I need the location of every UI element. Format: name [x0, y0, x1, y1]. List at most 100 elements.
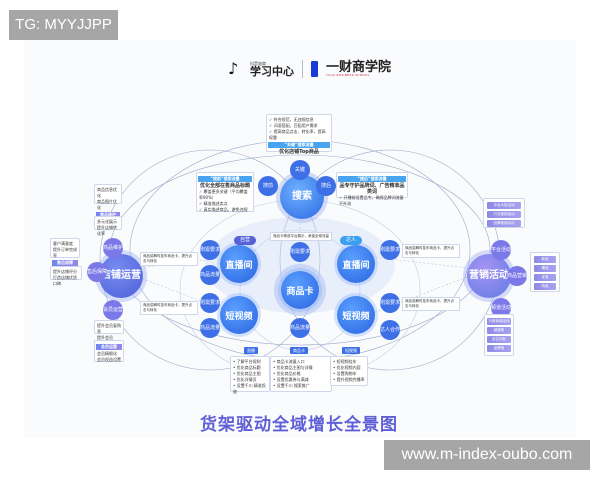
mkt-right-btn[interactable]: 新品: [534, 256, 556, 263]
box-line: • 优化详情页: [233, 377, 257, 382]
mkt-bottom-btn[interactable]: 百亿补贴: [487, 336, 511, 343]
card-line: 提升店铺评分: [53, 269, 77, 274]
sat-search-left[interactable]: 搜前: [258, 176, 278, 196]
box-line: • 设置购物车: [333, 371, 357, 376]
box-line: • 短视频挂车: [333, 359, 357, 364]
bottom-box-video: • 短视频挂车 • 优化视频内容 • 设置购物车 • 提升视频完播率: [330, 356, 368, 386]
box-line: • 商品卡流量入口: [273, 359, 305, 364]
card-line: 打造店铺优质口碑: [53, 275, 77, 286]
card-header: 商品维护: [96, 212, 120, 218]
search-top-card: ✓ 符合规范，无违规信息 ✓ 词语搭配，匹配用户需求 ✓ 提高商品点击、转化率，…: [266, 114, 332, 155]
hub-live-right[interactable]: 直播间: [337, 245, 375, 283]
card-header: “关键”搜索流量: [268, 142, 330, 148]
sat-right-demand-2[interactable]: 刚需要求: [380, 293, 400, 313]
logo-divider: [302, 60, 303, 78]
yicai-logo-main: 一财商学院: [326, 60, 392, 75]
store-top-mid: 多元化展示 提升店铺转化率: [94, 216, 122, 236]
card-header: 售后保障: [52, 260, 78, 266]
check-line: ✓ 真实描述商品，避免违规: [199, 207, 248, 212]
search-left-card: “搜前”搜索流量 优化全部在售商品标题 ✓ 覆盖更多关键（平均覆盖率90%） ✓…: [196, 172, 254, 212]
hub-video-left[interactable]: 短视频: [220, 296, 258, 334]
diagram-title: 货架驱动全域增长全景图: [200, 415, 398, 435]
bottom-box-live: • 了解平台规则 • 优化商品标题 • 优化商品主图 • 优化详情页 • 设置千…: [230, 356, 270, 394]
douyin-logo-small: 抖音电商: [250, 60, 266, 66]
sat-left-demand-2[interactable]: 刚需要求: [200, 293, 220, 313]
card-line: 客户满意度: [53, 241, 73, 246]
center-note: 商品卡精选平台展示，承接全域流量: [270, 232, 332, 241]
card-header: “搜前”搜索流量: [198, 176, 252, 182]
card-line: 商品图片优化: [97, 199, 117, 210]
box-line: • 优化视频内容: [333, 365, 361, 370]
bottom-tag-video: 短视频: [342, 347, 360, 354]
search-right-card: “搜后”搜索流量 品专守护品牌词、广告精准品类词 ✓ 开播前设置品专，确保品牌词…: [336, 172, 408, 206]
box-line: • 设置千川 搜索推广: [273, 383, 310, 388]
sat-store-bottom[interactable]: 会员运营: [103, 300, 123, 320]
store-left-mid: 提升店铺评分 打造店铺优质口碑: [50, 266, 82, 286]
card-main: 优化店铺Top商品: [279, 149, 319, 155]
hub-marketing[interactable]: 营销活动: [467, 254, 511, 298]
mkt-bottom-btn[interactable]: 抖音商城活动: [487, 318, 511, 325]
sat-mkt-bottom[interactable]: 频道活动: [491, 298, 511, 318]
mkt-right-btn[interactable]: 特卖: [534, 283, 556, 290]
sat-center-demand[interactable]: 刚需要求: [290, 242, 310, 262]
sat-left-traffic-2[interactable]: 商品流量: [200, 318, 220, 338]
sat-search-top[interactable]: 关键: [290, 160, 310, 180]
bottom-box-card: • 商品卡流量入口 • 优化商品主图与详情 • 优化商品价格 • 设置优惠券与满…: [270, 356, 332, 392]
sat-store-left[interactable]: 售后保障: [87, 262, 107, 282]
hub-store-ops[interactable]: 店铺运营: [99, 254, 143, 298]
box-line: • 了解平台规则: [233, 359, 261, 364]
check-line: ✓ 提高商品点击、转化率，提高权重: [269, 129, 326, 140]
check-line: ✓ 开播前设置品专，确保品牌词流量不外流: [339, 195, 404, 206]
card-line: 会员权益设置: [97, 357, 121, 362]
sat-mkt-right[interactable]: 商品营销: [507, 266, 527, 286]
sat-search-right[interactable]: 搜后: [316, 176, 336, 196]
sat-center-traffic[interactable]: 商品流量: [290, 318, 310, 338]
yicai-icon: [311, 61, 318, 77]
check-line: ✓ 词语搭配，匹配用户需求: [269, 123, 318, 128]
card-line: 提升会员复购率: [97, 323, 121, 334]
douyin-icon: ♪: [228, 59, 239, 78]
hub-video-right[interactable]: 短视频: [337, 296, 375, 334]
douyin-logo-main: 学习中心: [250, 64, 294, 78]
watermark-top-left: TG: MYYJJPP: [9, 10, 118, 40]
mkt-right-btn[interactable]: 爆品: [534, 265, 556, 272]
mkt-bottom-btn[interactable]: 超值购: [487, 327, 511, 334]
sat-left-traffic-1[interactable]: 商品流量: [200, 265, 220, 285]
store-bottom-card: 会员运营 会员精细化 会员权益设置: [94, 340, 124, 362]
yicai-logo-sub: YICAI BUSINESS SCHOOL: [326, 73, 370, 77]
store-left-card: 客户满意度 提升订单完成率 售后保障: [50, 238, 80, 266]
card-main: 优化全部在售商品标题: [199, 183, 250, 189]
box-line: • 提升视频完播率: [333, 377, 365, 382]
hub-product-card[interactable]: 商品卡: [281, 271, 319, 309]
box-line: • 优化商品主图与详情: [273, 365, 313, 370]
mkt-top-btn[interactable]: 品牌营销活动: [487, 220, 521, 227]
hub-live-left[interactable]: 直播间: [220, 245, 258, 283]
box-line: • 设置优惠券与满减: [273, 377, 309, 382]
bottom-tag-card: 商品卡: [290, 347, 308, 354]
sat-right-coop[interactable]: 达人合作: [380, 320, 400, 340]
mkt-top-btn[interactable]: 行业营销活动: [487, 211, 521, 218]
sat-left-demand-1[interactable]: 刚需要求: [200, 240, 220, 260]
check-line: ✓ 符合规范，无违规信息: [269, 117, 314, 122]
box-line: • 优化商品标题: [233, 365, 261, 370]
yicai-logo: 一财商学院 YICAI BUSINESS SCHOOL: [326, 61, 391, 77]
card-line: 多元化展示: [97, 219, 117, 224]
flow-note-left-2: 商品讲解时挂车商品卡，提升点击与转化: [140, 301, 198, 315]
watermark-bottom-right: www.m-index-oubo.com: [384, 440, 590, 470]
sat-store-top[interactable]: 商品维护: [103, 238, 123, 258]
store-top-card: 商品信息优化 商品图片优化 商品维护: [94, 184, 122, 218]
mkt-top-btn[interactable]: 平台大促活动: [487, 202, 521, 209]
flow-note-right-2: 商品讲解时挂车商品卡，提升点击与转化: [402, 297, 460, 311]
card-line: 提升订单完成率: [53, 247, 77, 258]
card-line: 提升店铺转化率: [97, 225, 117, 236]
sat-right-demand-1[interactable]: 刚需要求: [380, 240, 400, 260]
header-logos: ♪ 抖音电商 学习中心 一财商学院 YICAI BUSINESS SCHOOL: [228, 60, 391, 78]
card-header: “搜后”搜索流量: [338, 176, 406, 182]
pill-influencer: 达人: [340, 236, 363, 245]
sat-mkt-top[interactable]: 平台活动: [491, 240, 511, 260]
flow-note-left-1: 商品讲解时挂车商品卡，提升点击与转化: [140, 252, 198, 266]
mkt-right-btn[interactable]: 优惠: [534, 274, 556, 281]
box-line: • 设置千川 精准投放: [233, 383, 266, 394]
douyin-logo: 抖音电商 学习中心: [250, 60, 294, 78]
mkt-bottom-btn[interactable]: 品牌馆: [487, 345, 511, 352]
